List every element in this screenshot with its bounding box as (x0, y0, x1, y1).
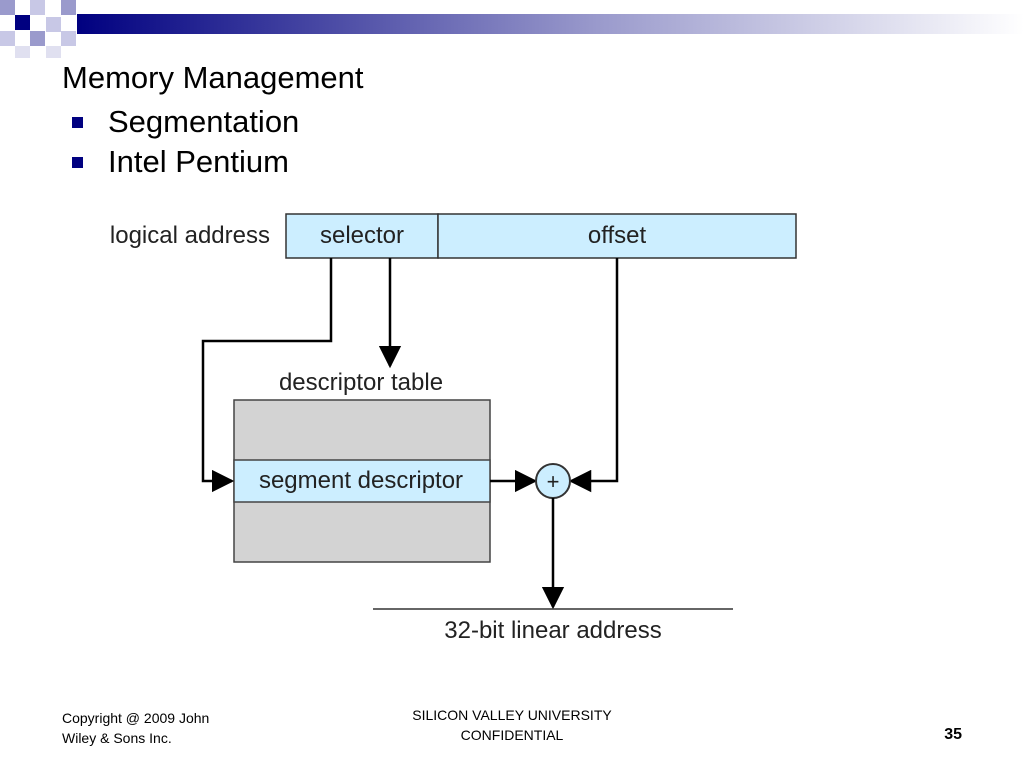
bullet-text: Segmentation (108, 104, 300, 139)
footer-confidential: SILICON VALLEY UNIVERSITY CONFIDENTIAL (362, 705, 662, 745)
header-square (0, 0, 15, 15)
descriptor-table-label: descriptor table (279, 369, 443, 396)
header-square (15, 15, 30, 30)
bullet-list: Segmentation Intel Pentium (72, 102, 299, 182)
header-square (46, 17, 61, 32)
copyright-line: Copyright @ 2009 John (62, 710, 210, 726)
square-bullet-icon (72, 116, 83, 128)
square-bullet-icon (72, 156, 83, 168)
header-square (61, 0, 76, 15)
confidential-line: SILICON VALLEY UNIVERSITY (412, 707, 612, 723)
header-square (15, 46, 30, 58)
selector-label: selector (320, 222, 404, 249)
header-gradient-bar (77, 14, 1024, 34)
selector-to-descriptor-arrow (201, 258, 333, 493)
selector-field (285, 213, 439, 259)
copyright-line: Wiley & Sons Inc. (62, 730, 172, 746)
page-number: 35 (944, 726, 962, 743)
segment-descriptor-label: segment descriptor (259, 467, 463, 494)
confidential-line: CONFIDENTIAL (460, 727, 564, 743)
header-decoration (0, 0, 1024, 58)
header-square (30, 0, 45, 15)
offset-to-adder-arrow (568, 258, 619, 493)
logical-address-label: logical address (110, 222, 270, 249)
offset-label: offset (588, 222, 647, 249)
segment-descriptor-row (233, 459, 491, 503)
bullet-text: Intel Pentium (108, 144, 289, 179)
header-square (0, 31, 15, 46)
header-square (30, 31, 45, 46)
bullet-item: Segmentation (72, 102, 299, 142)
header-square (61, 31, 76, 46)
linear-address-label: 32-bit linear address (444, 617, 661, 644)
slide-title: Memory Management (62, 60, 364, 95)
bullet-item: Intel Pentium (72, 142, 299, 182)
footer-copyright: Copyright @ 2009 John Wiley & Sons Inc. (62, 708, 262, 748)
header-square (46, 46, 61, 58)
adder-symbol: + (547, 469, 560, 494)
